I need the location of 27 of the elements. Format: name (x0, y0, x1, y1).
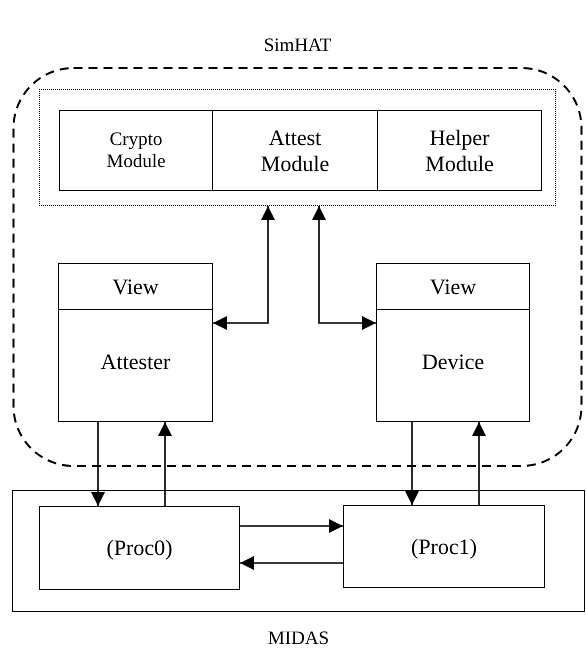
module-box (59, 110, 213, 191)
processor-box (39, 506, 240, 590)
arrow (472, 422, 486, 505)
component-box (58, 263, 213, 422)
arrow (405, 422, 419, 505)
box-label: (Proc1) (411, 534, 477, 560)
header-label: View (111, 274, 160, 300)
region-title: SimHAT (262, 35, 332, 57)
arrow (240, 556, 343, 570)
component-label: Attester (100, 349, 172, 374)
box-label: Helper Module (424, 125, 495, 176)
arrow (158, 422, 172, 506)
arrow (240, 519, 343, 533)
header-label: View (428, 274, 478, 300)
box-label: Crypto Module (105, 128, 167, 172)
box-label: (Proc0) (106, 535, 172, 561)
module-box (212, 110, 378, 191)
processor-box (343, 505, 545, 588)
module-box (377, 110, 542, 191)
region-title: MIDAS (266, 628, 330, 650)
arrow (213, 206, 275, 330)
arrow (312, 206, 376, 330)
component-label: Device (420, 349, 486, 374)
box-label: Attest Module (260, 125, 330, 176)
dotted-container (39, 89, 556, 206)
arrow (91, 422, 105, 506)
component-box (376, 263, 530, 422)
